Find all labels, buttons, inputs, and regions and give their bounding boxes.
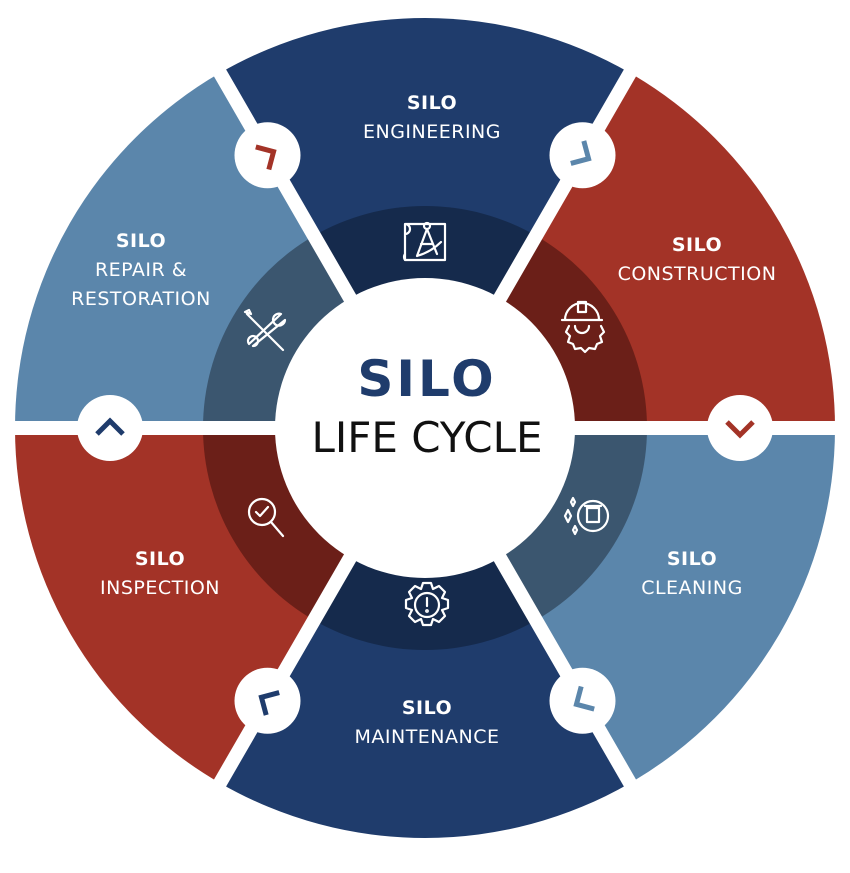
label-prefix: SILO	[135, 548, 185, 570]
label-text: INSPECTION	[100, 577, 220, 599]
segment-label-repair: SILO REPAIR & RESTORATION	[71, 230, 211, 310]
magnifier-check-icon	[247, 497, 285, 538]
label-prefix: SILO	[667, 548, 717, 570]
chevron-icon	[95, 417, 125, 436]
center-circle	[275, 278, 575, 578]
label-text: ENGINEERING	[363, 121, 501, 143]
chevron-icon	[725, 420, 755, 439]
segment-label-maintenance: SILO MAINTENANCE	[354, 697, 499, 748]
badge-circle	[234, 122, 301, 189]
chevron-icon	[573, 685, 595, 712]
segment-label-engineering: SILO ENGINEERING	[363, 92, 501, 143]
badge-circle	[234, 667, 301, 734]
badge-circle	[549, 667, 616, 734]
badge-circle	[707, 395, 773, 461]
label-prefix: SILO	[116, 230, 166, 252]
gear-alert-icon	[404, 581, 450, 627]
flow-arrow-badge	[234, 667, 301, 734]
sparkle-cleaning-icon	[563, 496, 610, 536]
hardhat-gear-icon	[560, 300, 606, 354]
segment-label-construction: SILO CONSTRUCTION	[618, 234, 777, 285]
badge-circle	[549, 122, 616, 189]
flow-arrow-badge	[707, 395, 773, 461]
badge-circle	[77, 395, 143, 461]
label-text: CLEANING	[641, 577, 743, 599]
chevron-icon	[258, 690, 280, 716]
label-text: REPAIR &	[95, 259, 187, 281]
label-prefix: SILO	[672, 234, 722, 256]
segment-label-cleaning: SILO CLEANING	[641, 548, 743, 599]
label-text: CONSTRUCTION	[618, 263, 777, 285]
flow-arrow-badge	[549, 667, 616, 734]
label-prefix: SILO	[402, 697, 452, 719]
segment-label-inspection: SILO INSPECTION	[100, 548, 220, 599]
label-text: RESTORATION	[71, 288, 211, 310]
label-text: MAINTENANCE	[354, 726, 499, 748]
label-prefix: SILO	[407, 92, 457, 114]
chevron-icon	[255, 144, 277, 171]
center-subtitle: LIFE CYCLE	[311, 413, 542, 462]
wrench-screwdriver-icon	[243, 308, 287, 352]
flow-arrow-badge	[234, 122, 301, 189]
flow-arrow-badge	[77, 395, 143, 461]
center-title: SILO	[357, 350, 496, 408]
chevron-icon	[570, 140, 592, 166]
flow-arrow-badge	[549, 122, 616, 189]
blueprint-compass-icon	[402, 221, 447, 262]
